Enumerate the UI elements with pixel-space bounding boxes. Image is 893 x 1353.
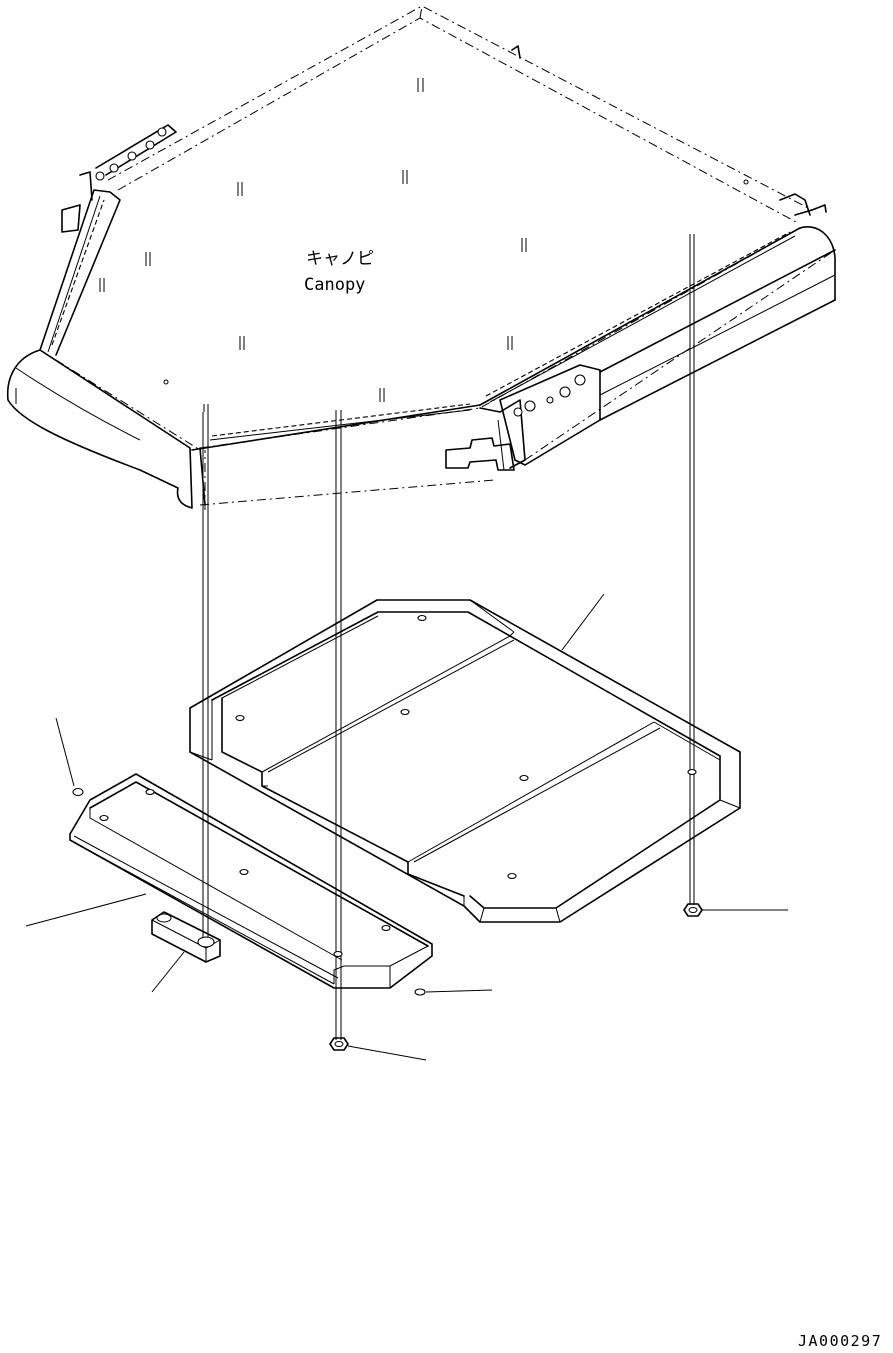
bolt-leader-center bbox=[347, 1045, 427, 1061]
drawing-number: JA000297 bbox=[798, 1332, 882, 1350]
washer-leader bbox=[55, 717, 75, 787]
canopy-label-en: Canopy bbox=[304, 275, 365, 295]
canopy-label-jp: キャノピ bbox=[306, 249, 374, 269]
small-plate bbox=[25, 773, 433, 989]
fasteners bbox=[55, 717, 788, 1061]
spacer-leader bbox=[151, 951, 185, 993]
plate-leader bbox=[25, 893, 147, 927]
rubber-spacer bbox=[151, 911, 221, 993]
large-panel bbox=[189, 593, 741, 923]
assembly-lines bbox=[202, 248, 695, 1040]
panel-leader bbox=[561, 593, 605, 651]
small-washer-leader bbox=[425, 989, 493, 993]
canopy-roof: キャノピ Canopy bbox=[6, 5, 836, 510]
